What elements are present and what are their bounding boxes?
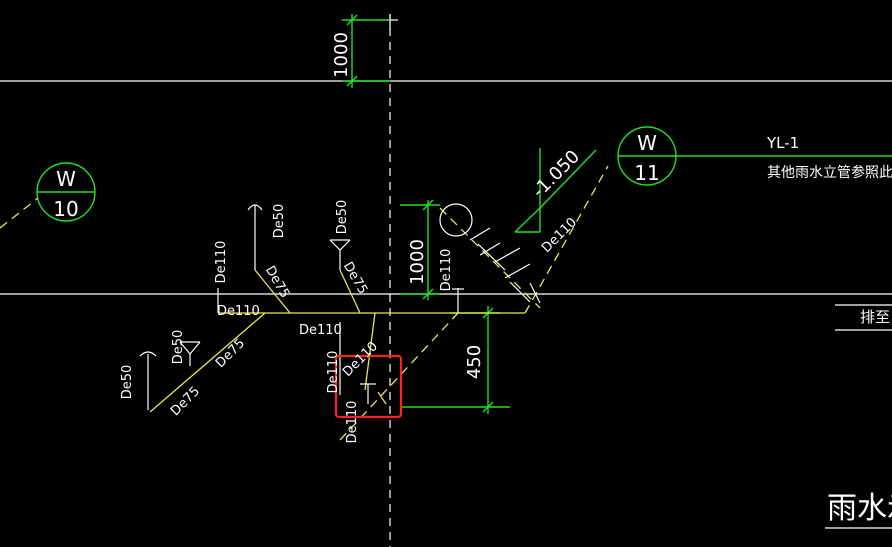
label-de110-diagonal-right: De110 bbox=[539, 215, 580, 256]
callout-w11-number: 11 bbox=[634, 161, 659, 185]
pipe-right-diagonal-upper bbox=[439, 207, 541, 309]
callout-w10-number: 10 bbox=[53, 197, 78, 221]
riser-note: 其他雨水立管参照此 bbox=[767, 164, 892, 181]
branch-left-de75 bbox=[149, 312, 266, 413]
discharge-note: 排至 bbox=[860, 308, 890, 326]
floor-drain-center bbox=[329, 239, 351, 270]
label-de110-upper-left: De110 bbox=[214, 241, 229, 284]
pipe-fitting-right bbox=[469, 227, 541, 304]
label-de50-center: De50 bbox=[335, 200, 350, 235]
drawing-title: 雨水示 bbox=[827, 491, 892, 526]
label-de75-left-short: De75 bbox=[262, 264, 292, 301]
label-de110-box-vertical: De110 bbox=[326, 351, 341, 394]
riser-id: YL-1 bbox=[766, 134, 799, 152]
trap-left-curve bbox=[139, 351, 157, 357]
callout-w10-letter: W bbox=[56, 167, 76, 191]
trap-upper-curve bbox=[247, 204, 263, 211]
selection-box[interactable] bbox=[334, 354, 403, 419]
elevation-marker bbox=[514, 148, 597, 233]
dimension-top-label: 1000 bbox=[331, 32, 352, 78]
branch-center-de75 bbox=[339, 269, 361, 314]
floor-drain-lower bbox=[179, 341, 201, 366]
label-de110-box-diagonal: De110 bbox=[340, 339, 381, 380]
label-de110-bottom: De110 bbox=[345, 401, 360, 444]
pipe-lower-vertical bbox=[364, 312, 376, 391]
label-de110-under-main: De110 bbox=[299, 323, 342, 338]
label-de110-horizontal: De110 bbox=[217, 304, 260, 319]
elevation-label: -1.050 bbox=[528, 146, 584, 202]
dimension-top bbox=[342, 14, 390, 88]
dimension-mid bbox=[400, 199, 440, 300]
callout-w10 bbox=[36, 162, 96, 222]
label-de110-vertical-stub: De110 bbox=[439, 249, 454, 292]
pipe-to-w11 bbox=[524, 165, 609, 314]
label-de50-upper: De50 bbox=[272, 204, 287, 239]
dimension-mid-label: 1000 bbox=[407, 239, 428, 285]
branch-upper-de75 bbox=[254, 269, 291, 314]
label-de50-lower-left: De50 bbox=[120, 365, 135, 400]
dimension-right bbox=[400, 306, 510, 414]
callout-w11 bbox=[617, 126, 892, 186]
label-de50-lower-mid: De50 bbox=[171, 330, 186, 365]
dimension-right-label: 450 bbox=[464, 345, 485, 379]
callout-w11-letter: W bbox=[637, 131, 657, 155]
cleanout-circle bbox=[439, 203, 473, 237]
tee-fitting bbox=[360, 383, 387, 405]
label-de75-lower-bottom: De75 bbox=[168, 384, 203, 419]
pipe-to-w10 bbox=[0, 197, 39, 229]
